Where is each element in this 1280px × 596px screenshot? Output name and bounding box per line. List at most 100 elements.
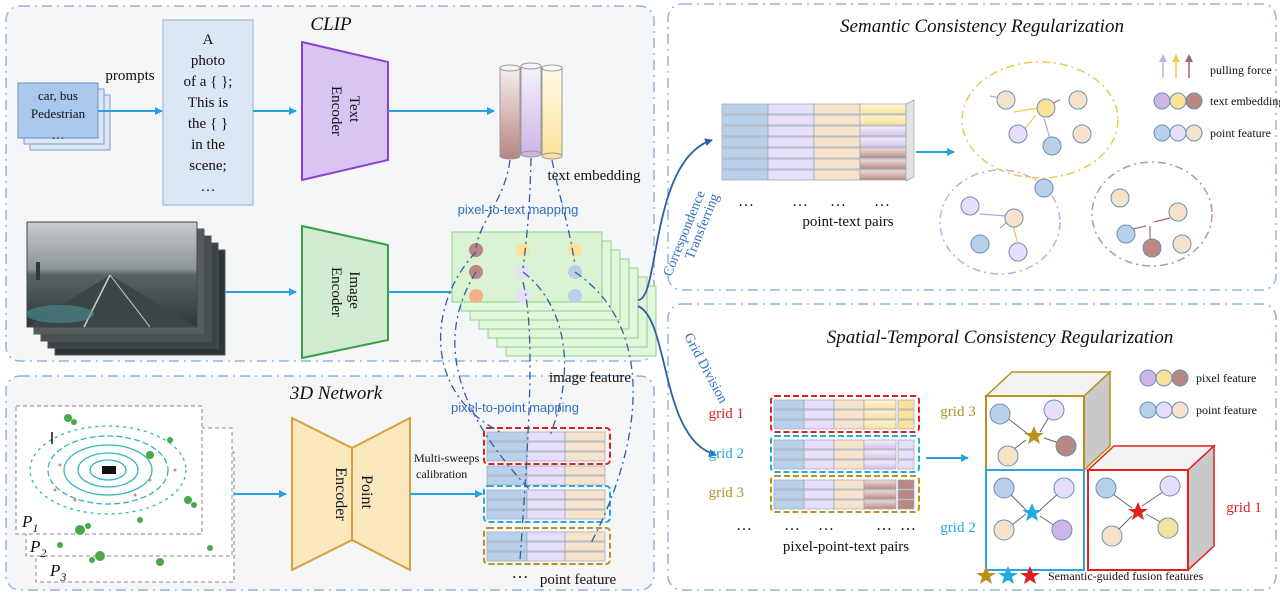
legend-point-feature: point feature	[1210, 126, 1271, 140]
point-feature-cell	[526, 431, 566, 442]
pair-cell	[767, 169, 815, 181]
pair-cell	[859, 136, 907, 148]
pixel-point-text-pairs-table	[770, 395, 920, 513]
text-embedding-cylinders	[499, 62, 563, 160]
point-feature-cell	[486, 509, 528, 520]
image-encoder	[301, 224, 389, 360]
pair-cell	[767, 125, 815, 137]
grid-group-outline	[483, 427, 611, 465]
pair-cell	[803, 419, 835, 430]
pair-cell	[813, 136, 861, 148]
pair-cell	[803, 499, 835, 510]
pixel-feature-dot	[469, 243, 483, 257]
sweep-p1-sub: 1	[32, 521, 38, 535]
pixel-to-point-label: pixel-to-point mapping	[451, 400, 579, 415]
prompt-line: …	[201, 179, 216, 195]
grid-1-label: grid 1	[709, 406, 744, 422]
point-feature-cell	[526, 499, 566, 510]
point-feature-cell	[564, 541, 606, 552]
pixel-feature-dot	[568, 243, 582, 257]
pair-cell	[863, 449, 897, 460]
point-feature-cell	[486, 489, 528, 500]
grid-division-arrow	[637, 305, 717, 458]
pair-cell	[767, 103, 815, 115]
pair-cell	[897, 409, 915, 420]
prompt-line: This is	[188, 95, 229, 111]
pixel-feature-dot	[469, 289, 483, 303]
pair-cell	[833, 489, 865, 500]
pair-cell	[767, 158, 815, 170]
point-feature-stack	[483, 427, 611, 565]
legend-pixel-feature: pixel feature	[1196, 371, 1256, 385]
point-feature-cell	[526, 465, 566, 476]
image-encoder-line1: Image	[346, 271, 362, 309]
point-feature-cell	[486, 441, 528, 452]
spatial-ellipsis-2: …	[784, 517, 800, 534]
point-feature-cell	[486, 431, 528, 442]
pair-cell	[897, 419, 915, 430]
point-feature-cell	[564, 499, 606, 510]
point-feature-cell	[526, 509, 566, 520]
pixel-feature-dot	[516, 243, 530, 257]
point-feature-label: point feature	[540, 572, 617, 588]
point-feature-cell	[564, 509, 606, 520]
pair-cell	[859, 103, 907, 115]
semantic-title: Semantic Consistency Regularization	[840, 16, 1124, 37]
calibration-line1: Multi-sweeps	[414, 451, 480, 465]
svg-text:Point Encoder: Point Encoder	[332, 467, 375, 521]
pixel-feature-dot	[568, 289, 582, 303]
pair-cell	[863, 409, 897, 420]
category-pedestrian: Pedestrian	[31, 106, 86, 121]
pair-cell	[863, 479, 897, 490]
spatial-title: Spatial-Temporal Consistency Regularizat…	[827, 327, 1174, 348]
pair-cell	[897, 479, 915, 490]
cube-grid-1-label: grid 1	[1226, 500, 1261, 516]
point-feature-cell	[564, 441, 606, 452]
point-feature-cell	[486, 499, 528, 510]
pair-cell	[773, 499, 805, 510]
point-feature-cell	[564, 451, 606, 462]
pair-cell	[833, 439, 865, 450]
pair-cell	[859, 125, 907, 137]
text-encoder	[301, 40, 389, 182]
spatial-ellipsis-5: …	[900, 517, 916, 534]
image-encoder-line2: Encoder	[328, 267, 344, 317]
pair-cell	[803, 399, 835, 410]
pair-cell	[803, 449, 835, 460]
pair-cell	[767, 147, 815, 159]
text-encoder-line1: Text	[346, 96, 362, 123]
pair-cell	[863, 459, 897, 470]
pair-cell	[767, 114, 815, 126]
pair-cell	[859, 169, 907, 181]
correspondence-arrow	[637, 138, 713, 301]
calibration-line2: calibration	[416, 467, 467, 481]
camera-image-stack	[26, 221, 226, 356]
grid-3-label: grid 3	[709, 485, 744, 501]
pair-cell	[721, 136, 769, 148]
point-feature-cell	[564, 475, 606, 486]
point-feature-cell	[526, 541, 566, 552]
point-feature-cell	[564, 489, 606, 500]
point-feature-cell	[564, 531, 606, 542]
pair-cell	[721, 125, 769, 137]
pixel-feature-dot	[516, 289, 530, 303]
pair-cell	[863, 499, 897, 510]
pair-cell	[859, 147, 907, 159]
point-feature-cell	[526, 441, 566, 452]
cube-grid-3-label: grid 3	[940, 404, 975, 420]
point-text-pairs-label: point-text pairs	[802, 214, 893, 230]
point-feature-cell	[526, 475, 566, 486]
point-feature-cell	[526, 531, 566, 542]
pair-cell	[721, 158, 769, 170]
point-text-pairs-table	[721, 99, 915, 182]
pair-cell	[721, 114, 769, 126]
pair-cell	[721, 169, 769, 181]
point-feature-cell	[526, 551, 566, 562]
pair-cell	[833, 459, 865, 470]
prompt-line: in the	[191, 137, 225, 153]
pair-cell	[721, 147, 769, 159]
pair-cell	[863, 419, 897, 430]
pair-cell	[773, 409, 805, 420]
text-encoder-line2: Encoder	[328, 86, 344, 136]
pair-cell	[773, 439, 805, 450]
